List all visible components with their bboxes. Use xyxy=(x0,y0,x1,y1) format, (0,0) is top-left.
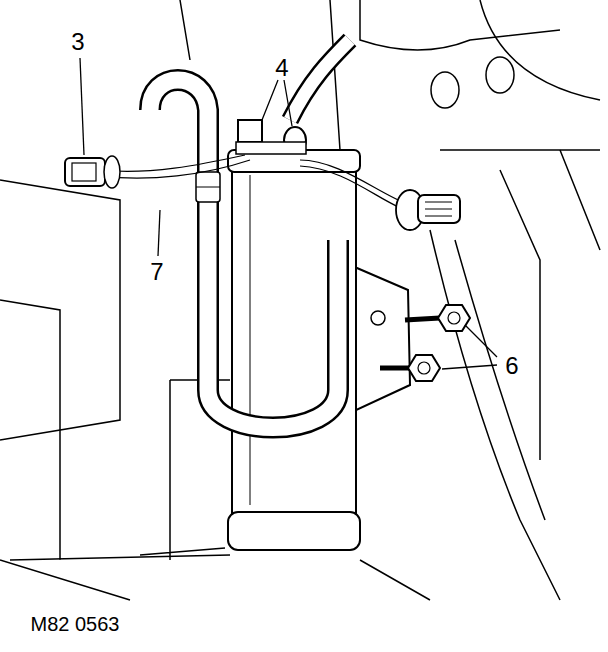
wire xyxy=(100,155,245,171)
studs-and-nuts xyxy=(380,305,470,381)
pipe-fill xyxy=(150,80,338,428)
connector-right xyxy=(396,190,460,230)
panel-edge xyxy=(360,0,560,50)
refrigerant-pipe xyxy=(150,40,350,428)
switch-body xyxy=(236,142,306,154)
callout-number: 6 xyxy=(505,354,518,378)
figure-code: M82 0563 xyxy=(31,614,120,634)
outlet-pipe-fill xyxy=(290,40,350,120)
leader-line xyxy=(158,210,160,256)
callout-number: 3 xyxy=(71,30,84,54)
cylinder-shading xyxy=(250,175,251,505)
leader-lines xyxy=(80,58,497,369)
nut-bore xyxy=(418,362,430,374)
plug-face xyxy=(72,163,96,181)
leader-line xyxy=(262,80,292,126)
pipe-crimp-ring xyxy=(196,187,220,188)
grommet xyxy=(486,57,514,93)
leader-line xyxy=(80,58,84,155)
union-nut xyxy=(238,120,262,142)
panel-edge xyxy=(0,300,230,560)
stud xyxy=(380,366,410,371)
wiring xyxy=(100,155,410,212)
pipe-unions xyxy=(236,120,306,154)
plug-ribs xyxy=(425,202,452,216)
panel-edge xyxy=(500,150,600,460)
drier-base xyxy=(228,512,360,550)
pipe-outline xyxy=(150,80,338,428)
callout-number: 7 xyxy=(150,260,163,284)
bracket-plate xyxy=(350,265,410,412)
connector-left xyxy=(65,156,120,188)
callout-number: 4 xyxy=(275,56,288,80)
nut-bore xyxy=(448,312,460,324)
panel-edge xyxy=(0,560,430,600)
hex-nut xyxy=(408,355,440,381)
panel-edge xyxy=(440,0,600,150)
grommets xyxy=(431,57,514,108)
plug-body xyxy=(418,195,460,223)
body-panels xyxy=(0,0,600,600)
grommet xyxy=(431,72,459,108)
leader-line xyxy=(442,325,497,369)
stud xyxy=(405,318,440,320)
wire xyxy=(100,160,250,178)
plug-body xyxy=(65,158,105,186)
hex-nut xyxy=(438,305,470,331)
plug-collar xyxy=(104,156,120,188)
bracket-hole xyxy=(371,311,385,325)
wire xyxy=(300,166,410,212)
pipe-crimp xyxy=(196,172,220,202)
outlet-pipe-outline xyxy=(290,40,350,120)
mounting-bracket xyxy=(350,265,410,412)
